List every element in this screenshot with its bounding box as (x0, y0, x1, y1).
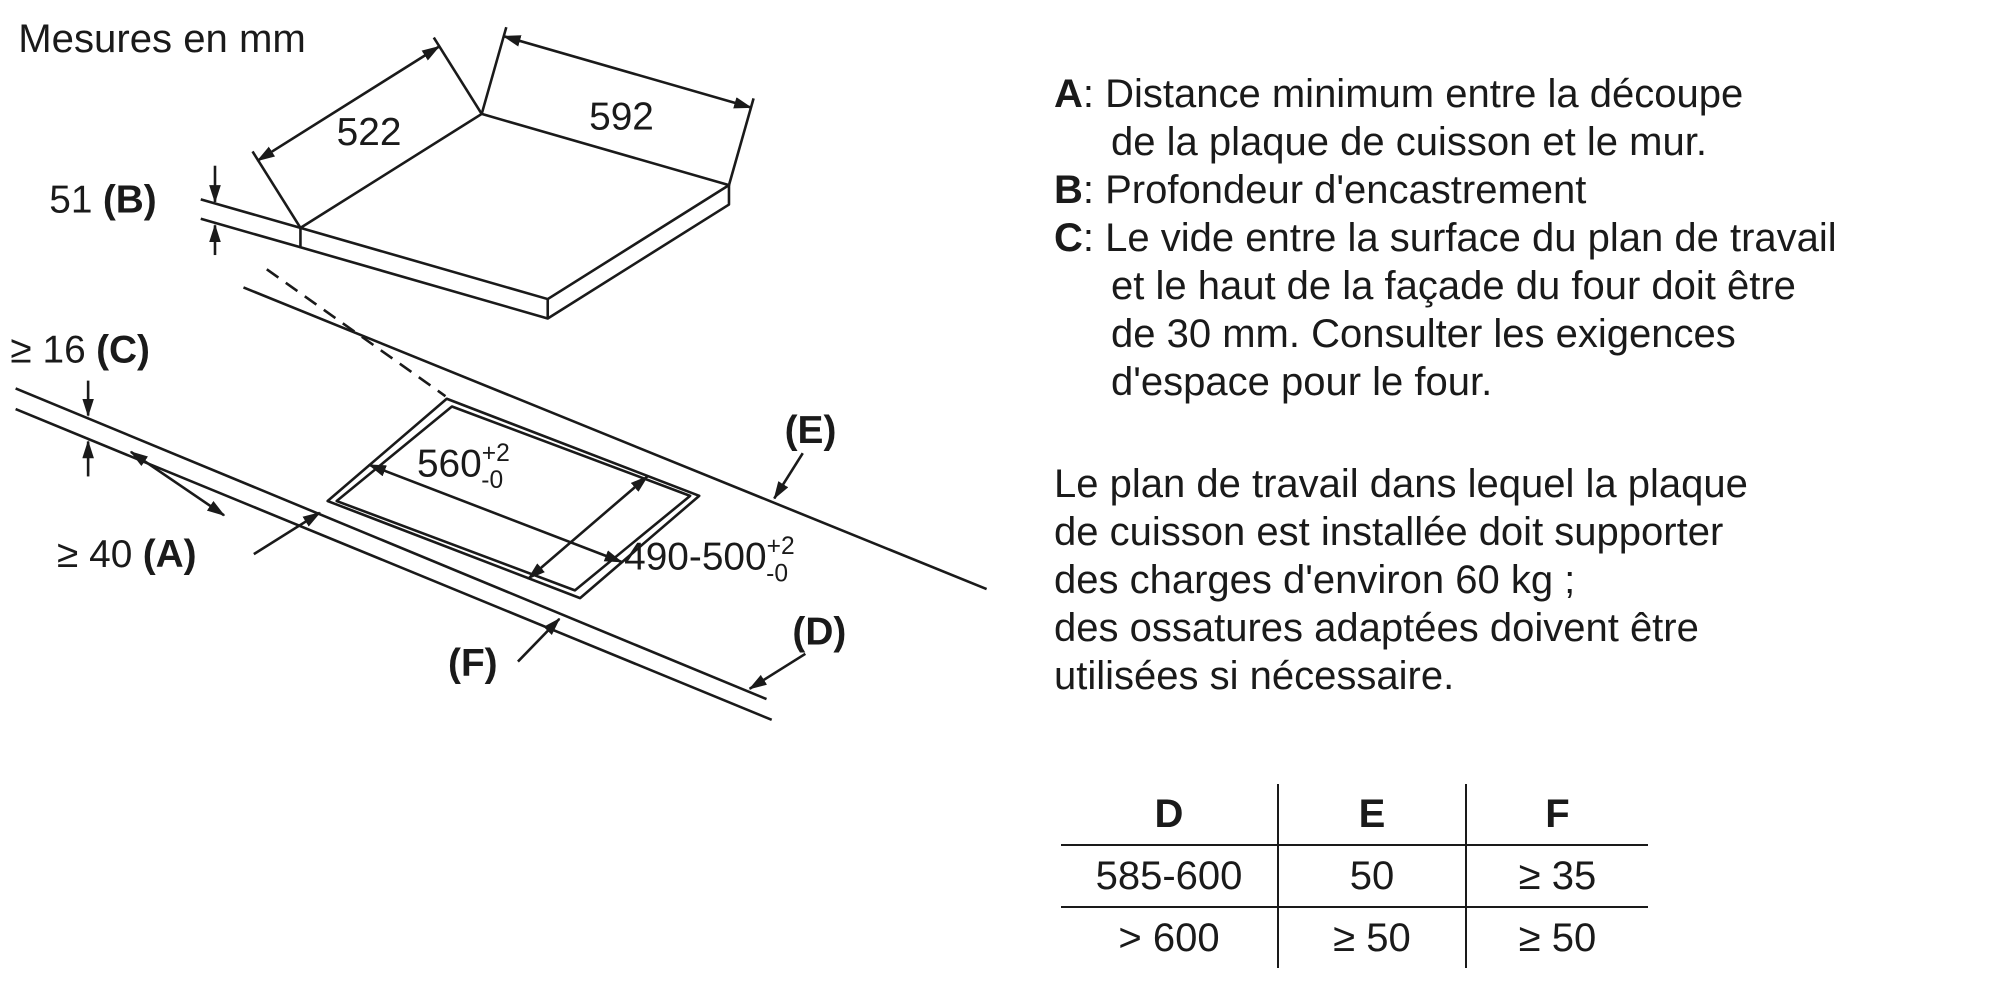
extension-line (200, 217, 301, 249)
leader-line (773, 452, 804, 500)
dimension-cutout-depth: 490-500+2-0 (527, 475, 795, 587)
legend-item-a: A: Distance minimum entre la découpe de … (1054, 70, 2000, 166)
legend-line: de la plaque de cuisson et le mur. (1054, 118, 2000, 166)
worktop-rear-edge (242, 286, 988, 591)
dimension-line (129, 450, 226, 517)
dimension-c: ≥ 16(C) (10, 329, 150, 477)
dimension-line (256, 45, 441, 162)
legend-text: et le haut de la façade du four doit êtr… (1111, 264, 1796, 308)
dimension-line (502, 35, 753, 109)
extension-line (251, 150, 302, 229)
label-d-text: (D) (792, 611, 846, 654)
leader-line (253, 511, 321, 556)
legend-item-b: B: Profondeur d'encastrement (1054, 166, 2000, 214)
legend-text: de 30 mm. Consulter les exigences (1111, 312, 1736, 356)
table-header-d: D (1061, 784, 1278, 846)
dim-b-label: 51(B) (49, 178, 156, 221)
dim-522-label: 522 (337, 111, 402, 154)
dimensions-table: D E F 585-600 50 ≥ 35 > 600 ≥ 50 ≥ 50 (1061, 784, 1648, 968)
legend-text: : Le vide entre la surface du plan de tr… (1082, 216, 1837, 260)
table-row: > 600 ≥ 50 ≥ 50 (1061, 906, 1648, 968)
dim-c-label: ≥ 16(C) (10, 329, 150, 372)
table-cell: ≥ 50 (1465, 906, 1648, 968)
legend-item-c: C: Le vide entre la surface du plan de t… (1054, 214, 2000, 406)
legend-line: et le haut de la façade du four doit êtr… (1054, 262, 2000, 310)
legend-text: de la plaque de cuisson et le mur. (1111, 120, 1707, 164)
note-line: utilisées si nécessaire. (1054, 654, 1455, 698)
extension-line (480, 26, 508, 115)
label-f: (F) (448, 617, 561, 685)
dimension-592: 592 (480, 26, 755, 186)
dimension-line (527, 475, 649, 580)
dimension-522: 522 (251, 36, 483, 229)
extension-line (200, 198, 301, 230)
label-d: (D) (748, 611, 846, 690)
legend-letter: A (1054, 72, 1083, 116)
table-cell: > 600 (1061, 906, 1278, 968)
note-line: Le plan de travail dans lequel la plaque (1054, 462, 1748, 506)
legend-text: d'espace pour le four. (1111, 360, 1493, 404)
diagram-title: Mesures en mm (18, 16, 306, 61)
legend-line: de 30 mm. Consulter les exigences (1054, 310, 2000, 358)
cutout-depth-label: 490-500+2-0 (624, 533, 795, 587)
note-paragraph: Le plan de travail dans lequel la plaque… (1054, 460, 2000, 700)
legend-letter: B (1054, 168, 1083, 212)
dimension-a: ≥ 40(A) (57, 450, 321, 576)
legend-line: A: Distance minimum entre la découpe (1054, 70, 2000, 118)
note-line: des ossatures adaptées doivent être (1054, 606, 1699, 650)
text-column: A: Distance minimum entre la découpe de … (1054, 70, 2000, 968)
hob-thickness-edges (299, 185, 731, 320)
extension-line (432, 36, 483, 115)
label-e-text: (E) (785, 409, 837, 452)
legend-line: d'espace pour le four. (1054, 358, 2000, 406)
table-header-f: F (1465, 784, 1648, 846)
label-f-text: (F) (448, 642, 498, 685)
legend-line: B: Profondeur d'encastrement (1054, 166, 2000, 214)
projection-dashed-line (266, 268, 447, 398)
legend-text: : Profondeur d'encastrement (1082, 168, 1587, 212)
extension-line (727, 98, 755, 186)
dim-592-label: 592 (589, 95, 654, 138)
legend-line: C: Le vide entre la surface du plan de t… (1054, 214, 2000, 262)
legend-letter: C (1054, 216, 1083, 260)
legend: A: Distance minimum entre la découpe de … (1054, 70, 2000, 406)
note-line: des charges d'environ 60 kg ; (1054, 558, 1576, 602)
legend-text: : Distance minimum entre la découpe (1082, 72, 1744, 116)
leader-line (517, 617, 561, 663)
hob (299, 112, 731, 320)
installation-diagram: Mesures en mm 522 592 (10, 16, 988, 722)
label-e: (E) (773, 409, 837, 500)
table-header-e: E (1277, 784, 1466, 846)
table-cell: 585-600 (1095, 853, 1243, 898)
table-cell: 50 (1277, 845, 1466, 907)
cutout-width-label: 560+2-0 (417, 440, 510, 494)
leader-line (748, 652, 807, 690)
table-header-row: D E F (1061, 784, 1648, 846)
dimension-b: 51(B) (49, 165, 301, 256)
dim-a-label: ≥ 40(A) (57, 533, 197, 576)
table-cell: ≥ 35 (1465, 845, 1648, 907)
table-cell: ≥ 50 (1277, 906, 1466, 968)
dimension-cutout-width: 560+2-0 (367, 440, 623, 564)
table-row: 585-600 50 ≥ 35 (1061, 845, 1648, 907)
note-line: de cuisson est installée doit supporter (1054, 510, 1724, 554)
